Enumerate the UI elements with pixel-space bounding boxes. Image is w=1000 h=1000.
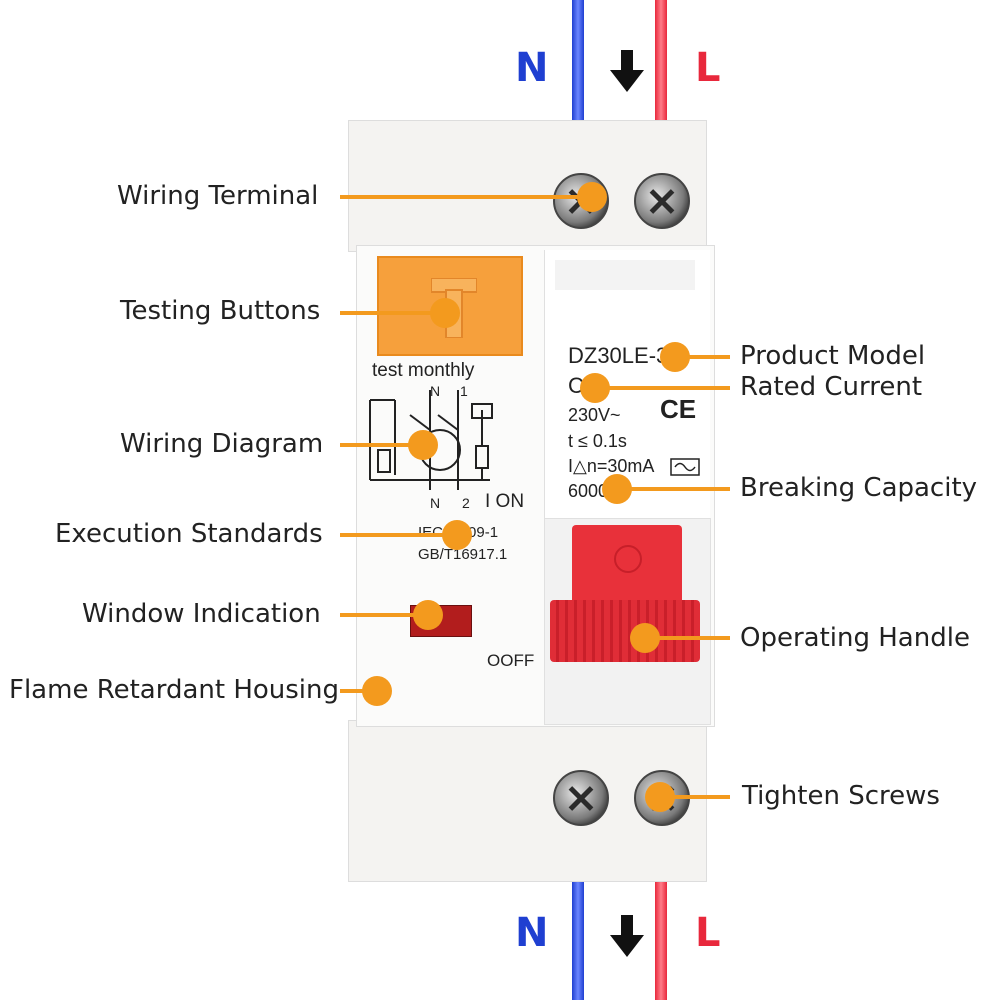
callout-execution-standards: Execution Standards (55, 519, 323, 549)
neutral-letter-top: N (515, 45, 549, 91)
callout-line-wiring-terminal (340, 195, 590, 199)
breaking-capacity-text: 6000 (568, 481, 609, 501)
callout-line-product-model (675, 355, 730, 359)
standard-line-2: GB/T16917.1 (418, 546, 508, 563)
live-letter-top: L (695, 45, 721, 91)
callout-line-execution-standards (340, 533, 450, 537)
wiring-diagram (369, 390, 493, 490)
terminal-screw-bottom-left[interactable] (553, 770, 609, 826)
callout-wiring-diagram: Wiring Diagram (120, 429, 324, 459)
callout-line-rated-current (595, 386, 730, 390)
operating-handle-top[interactable] (572, 525, 682, 607)
down-arrow-icon (610, 50, 644, 92)
callout-window-indication: Window Indication (82, 599, 321, 629)
terminal-screw-top-right[interactable] (634, 173, 690, 229)
callout-dot-breaking-capacity (602, 474, 632, 504)
callout-tighten-screws: Tighten Screws (742, 781, 940, 811)
callout-dot-tighten-screws (645, 782, 675, 812)
callout-dot-operating-handle (630, 623, 660, 653)
live-wire-top (655, 0, 667, 122)
operating-handle-grip[interactable] (550, 600, 700, 662)
down-arrow-icon (610, 915, 644, 957)
callout-dot-execution-standards (442, 520, 472, 550)
callout-line-window-indication (340, 613, 420, 617)
callout-dot-product-model (660, 342, 690, 372)
ce-mark: CE (660, 394, 697, 424)
live-wire-bottom (655, 878, 667, 1000)
neutral-wire-top (572, 0, 584, 122)
callout-dot-testing-buttons (430, 298, 460, 328)
callout-rated-current: Rated Current (740, 372, 923, 402)
diagram-label-n2: N (430, 495, 441, 511)
callout-dot-rated-current (580, 373, 610, 403)
callout-wiring-terminal: Wiring Terminal (117, 181, 319, 211)
on-label: I ON (485, 491, 525, 512)
callout-line-flame-retardant-housing (340, 689, 375, 693)
off-label: OOFF (487, 651, 535, 670)
callout-dot-flame-retardant-housing (362, 676, 392, 706)
voltage-text: 230V~ (568, 405, 621, 425)
callout-operating-handle: Operating Handle (740, 623, 970, 653)
callout-line-tighten-screws (660, 795, 730, 799)
diagram-label-n: N (430, 383, 441, 399)
residual-current-text: I△n=30mA (568, 456, 655, 476)
callout-line-breaking-capacity (615, 487, 730, 491)
test-monthly-label: test monthly (372, 360, 475, 381)
diagram-label-2: 2 (462, 495, 470, 511)
callout-dot-wiring-diagram (408, 430, 438, 460)
callout-line-wiring-diagram (340, 443, 420, 447)
callout-line-testing-buttons (340, 311, 440, 315)
callout-dot-wiring-terminal (577, 182, 607, 212)
callout-dot-window-indication (413, 600, 443, 630)
callout-flame-retardant-housing: Flame Retardant Housing (9, 675, 340, 705)
callout-testing-buttons: Testing Buttons (120, 296, 321, 326)
callout-line-operating-handle (645, 636, 730, 640)
live-letter-bottom: L (695, 910, 721, 956)
neutral-letter-bottom: N (515, 910, 549, 956)
diagram-label-1: 1 (460, 383, 468, 399)
callout-breaking-capacity: Breaking Capacity (740, 473, 978, 503)
ac-wave-icon (670, 458, 700, 476)
neutral-wire-bottom (572, 878, 584, 1000)
time-text: t ≤ 0.1s (568, 431, 627, 451)
callout-product-model: Product Model (740, 341, 926, 371)
